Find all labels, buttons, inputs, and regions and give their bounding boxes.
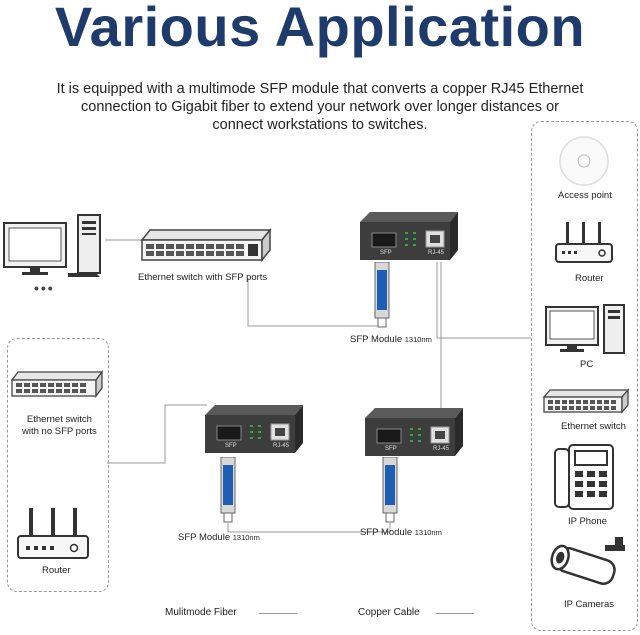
port-rj45-label: RJ-45: [433, 446, 450, 452]
sfp-module-right-label: SFP Module 1310nm: [360, 527, 442, 538]
access-point: [556, 135, 612, 187]
sfp-module-left-label: SFP Module 1310nm: [178, 532, 260, 543]
router-left: [16, 506, 90, 562]
wavelength-text: 1310nm: [404, 335, 432, 344]
legend-copper-line: [436, 613, 474, 614]
sfp-module-top-label: SFP Module 1310nm: [350, 334, 432, 345]
sfp-module-text: SFP Module: [178, 532, 231, 543]
sfp-module-icon: [382, 456, 398, 523]
sfp-module-top: [373, 261, 391, 328]
ip-camera: [543, 535, 629, 591]
page-title: Various Application: [54, 0, 586, 58]
switch-no-sfp-label-2: with no SFP ports: [22, 426, 97, 437]
sfp-module-left: [219, 456, 237, 523]
media-converter-left: SFP RJ-45: [205, 403, 305, 455]
router-icon: [17, 508, 89, 559]
port-rj45-label: RJ-45: [428, 250, 445, 256]
ip-phone-label: IP Phone: [568, 516, 607, 527]
access-point-label: Access point: [558, 190, 612, 201]
legend-fiber-label: Mulitmode Fiber: [165, 607, 237, 618]
router-right-label: Router: [575, 273, 604, 284]
media-converter-icon: [365, 408, 463, 456]
port-sfp-label: SFP: [385, 446, 397, 452]
legend-copper-label: Copper Cable: [358, 607, 420, 618]
description-line-1: It is equipped with a multimode SFP modu…: [56, 81, 584, 97]
ip-camera-label: IP Cameras: [564, 599, 614, 610]
sfp-module-text: SFP Module: [350, 334, 403, 345]
router-icon: [555, 222, 613, 263]
pc-right-label: PC: [580, 359, 594, 370]
phone-icon: [554, 444, 614, 510]
port-rj45-label: RJ-45: [273, 443, 290, 449]
media-converter-right: SFP RJ-45: [365, 406, 465, 458]
switch-no-sfp-label-1: Ethernet switch: [26, 414, 92, 425]
router-left-label: Router: [42, 565, 71, 576]
pc-right: [544, 303, 628, 355]
right-devices-panel: [531, 121, 638, 631]
access-point-icon: [559, 136, 609, 186]
switch-with-sfp: [140, 227, 272, 264]
media-converter-icon: [205, 405, 303, 453]
camera-icon: [550, 537, 625, 585]
ip-phone: [553, 443, 617, 513]
switch-right-label: Ethernet switch: [561, 421, 626, 432]
switch-right: [542, 388, 630, 416]
description-line-2: connection to Gigabit fiber to extend yo…: [81, 99, 559, 115]
sfp-module-text: SFP Module: [360, 527, 413, 538]
wavelength-text: 1310nm: [414, 528, 442, 537]
wavelength-text: 1310nm: [232, 533, 260, 542]
switch-no-sfp: [10, 370, 104, 400]
media-converter-top: SFP RJ-45: [360, 210, 460, 262]
media-converter-icon: [360, 212, 458, 260]
router-right: [554, 220, 614, 266]
pc-left: [2, 213, 106, 277]
left-devices-panel: [7, 338, 109, 592]
pc-icon: [545, 304, 625, 354]
description-line-3: connect workstations to switches.: [212, 117, 428, 133]
switch-icon: [10, 370, 104, 398]
switch-with-sfp-label: Ethernet switch with SFP ports: [138, 272, 268, 283]
sfp-module-icon: [220, 456, 236, 523]
sfp-module-right: [381, 456, 399, 523]
sfp-module-icon: [374, 261, 390, 328]
port-sfp-label: SFP: [225, 443, 237, 449]
legend-fiber-line: [259, 613, 297, 614]
switch-no-sfp-label: Ethernet switch with no SFP ports: [22, 414, 97, 438]
description: It is equipped with a multimode SFP modu…: [20, 80, 620, 134]
pc-icon: [3, 214, 101, 277]
port-sfp-label: SFP: [380, 250, 392, 256]
ellipsis: •••: [34, 280, 55, 296]
switch-icon: [140, 227, 272, 263]
switch-icon: [542, 388, 630, 414]
